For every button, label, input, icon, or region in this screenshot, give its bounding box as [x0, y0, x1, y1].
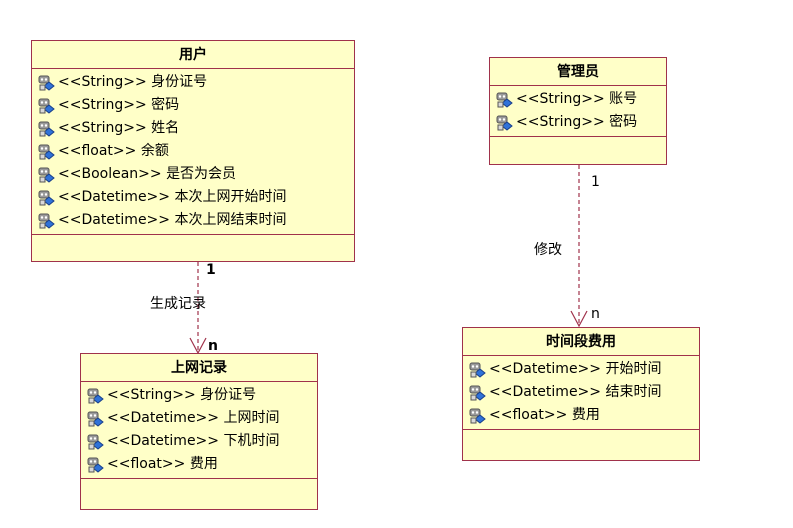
class-record-attributes: <<String>> 身份证号 <<Datetime>> 上网时间 <<Date…	[81, 382, 317, 479]
attribute: <<float>> 余额	[38, 140, 354, 163]
attribute-text: <<String>> 密码	[58, 97, 180, 113]
class-admin[interactable]: 管理员 <<String>> 账号 <<String>> 密码	[489, 57, 667, 165]
mult-user-record-target: n	[208, 338, 218, 354]
key-lock-attribute-icon	[38, 143, 56, 161]
attribute-text: <<Datetime>> 上网时间	[107, 410, 280, 426]
class-user-operations	[32, 235, 354, 253]
class-admin-attributes: <<String>> 账号 <<String>> 密码	[490, 86, 666, 137]
class-user[interactable]: 用户 <<String>> 身份证号 <<String>> 密码 <<Strin…	[31, 40, 355, 262]
key-lock-attribute-icon	[469, 407, 487, 425]
attribute: <<Datetime>> 上网时间	[87, 407, 317, 430]
attribute-text: <<String>> 账号	[516, 91, 638, 107]
attribute-text: <<String>> 密码	[516, 114, 638, 130]
class-record[interactable]: 上网记录 <<String>> 身份证号 <<Datetime>> 上网时间 <…	[80, 353, 318, 510]
key-lock-attribute-icon	[87, 387, 105, 405]
class-admin-operations	[490, 137, 666, 155]
key-lock-attribute-icon	[87, 410, 105, 428]
attribute: <<float>> 费用	[469, 404, 699, 427]
class-period[interactable]: 时间段费用 <<Datetime>> 开始时间 <<Datetime>> 结束时…	[462, 327, 700, 461]
attribute: <<String>> 姓名	[38, 117, 354, 140]
attribute-text: <<Datetime>> 开始时间	[489, 361, 662, 377]
class-period-operations	[463, 430, 699, 448]
key-lock-attribute-icon	[496, 114, 514, 132]
attribute: <<Datetime>> 下机时间	[87, 430, 317, 453]
attribute: <<Boolean>> 是否为会员	[38, 163, 354, 186]
mult-admin-period-target: n	[591, 306, 600, 322]
key-lock-attribute-icon	[38, 74, 56, 92]
attribute: <<float>> 费用	[87, 453, 317, 476]
attribute-text: <<Datetime>> 结束时间	[489, 384, 662, 400]
mult-admin-period-source: 1	[591, 174, 600, 190]
attribute: <<Datetime>> 本次上网开始时间	[38, 186, 354, 209]
attribute: <<Datetime>> 开始时间	[469, 358, 699, 381]
attribute-text: <<Boolean>> 是否为会员	[58, 166, 237, 182]
relation-label-user-record: 生成记录	[150, 296, 206, 312]
attribute-text: <<String>> 身份证号	[58, 74, 208, 90]
key-lock-attribute-icon	[496, 91, 514, 109]
class-record-name: 上网记录	[81, 354, 317, 382]
attribute: <<String>> 身份证号	[38, 71, 354, 94]
attribute-text: <<Datetime>> 本次上网开始时间	[58, 189, 287, 205]
key-lock-attribute-icon	[469, 361, 487, 379]
attribute: <<String>> 账号	[496, 88, 666, 111]
key-lock-attribute-icon	[469, 384, 487, 402]
key-lock-attribute-icon	[38, 212, 56, 230]
relation-label-admin-period: 修改	[534, 242, 562, 258]
mult-user-record-source: 1	[206, 262, 216, 278]
attribute: <<Datetime>> 本次上网结束时间	[38, 209, 354, 232]
key-lock-attribute-icon	[87, 433, 105, 451]
key-lock-attribute-icon	[38, 97, 56, 115]
key-lock-attribute-icon	[38, 120, 56, 138]
class-user-attributes: <<String>> 身份证号 <<String>> 密码 <<String>>…	[32, 69, 354, 235]
key-lock-attribute-icon	[87, 456, 105, 474]
attribute-text: <<Datetime>> 下机时间	[107, 433, 280, 449]
attribute-text: <<Datetime>> 本次上网结束时间	[58, 212, 287, 228]
attribute-text: <<float>> 费用	[489, 407, 600, 423]
attribute-text: <<float>> 余额	[58, 143, 169, 159]
attribute-text: <<String>> 姓名	[58, 120, 180, 136]
attribute-text: <<float>> 费用	[107, 456, 218, 472]
key-lock-attribute-icon	[38, 189, 56, 207]
attribute: <<String>> 密码	[38, 94, 354, 117]
attribute-text: <<String>> 身份证号	[107, 387, 257, 403]
attribute: <<Datetime>> 结束时间	[469, 381, 699, 404]
class-user-name: 用户	[32, 41, 354, 69]
arrowhead-admin-period	[570, 310, 588, 328]
class-admin-name: 管理员	[490, 58, 666, 86]
class-period-name: 时间段费用	[463, 328, 699, 356]
class-period-attributes: <<Datetime>> 开始时间 <<Datetime>> 结束时间 <<fl…	[463, 356, 699, 430]
attribute: <<String>> 身份证号	[87, 384, 317, 407]
attribute: <<String>> 密码	[496, 111, 666, 134]
key-lock-attribute-icon	[38, 166, 56, 184]
class-record-operations	[81, 479, 317, 497]
